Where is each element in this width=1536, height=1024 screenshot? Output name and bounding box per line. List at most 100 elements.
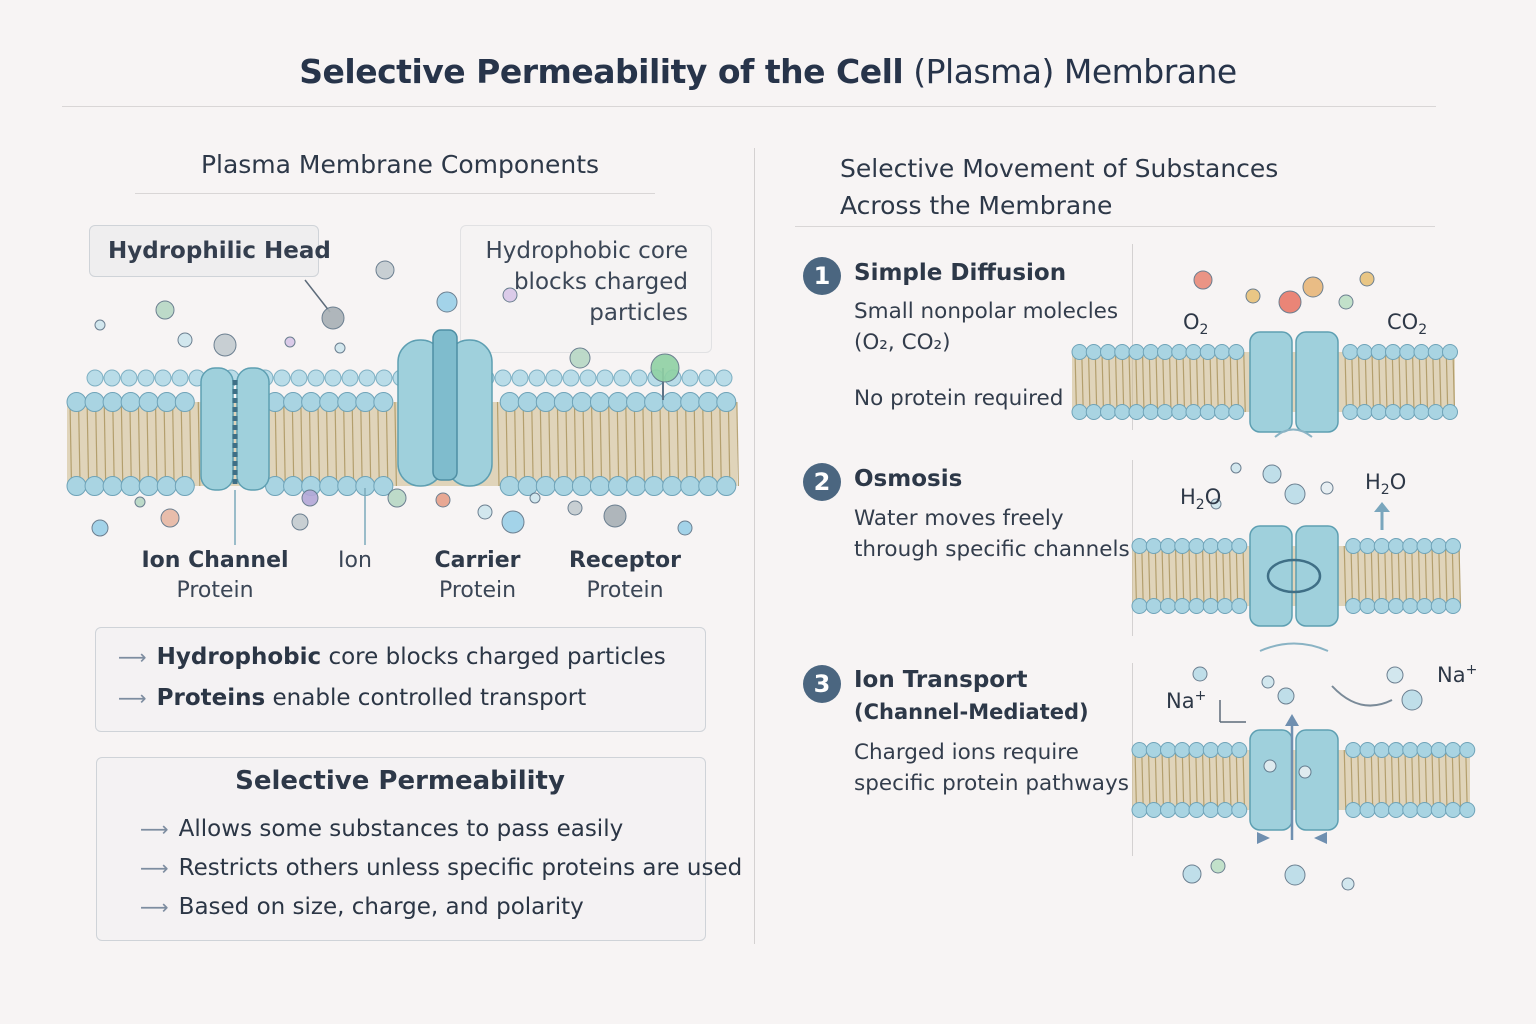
- particle: [284, 336, 296, 348]
- receptor-ligand: [650, 353, 680, 383]
- lipid-tail: [377, 401, 380, 487]
- lipid-tail: [1425, 351, 1429, 413]
- lipid-tail: [1465, 749, 1468, 811]
- hydrophilic-head: [1356, 344, 1373, 360]
- hydrophilic-head: [716, 476, 737, 496]
- lipid-tail: [1438, 351, 1442, 413]
- hydrophilic-head: [1402, 598, 1419, 614]
- flow-arrow: [1259, 642, 1329, 652]
- lipid-tail: [1357, 351, 1361, 413]
- hydrophilic-head: [1188, 742, 1205, 758]
- channel-protein: [1249, 525, 1293, 627]
- lipid-tail: [1370, 545, 1374, 607]
- hydrophilic-head: [1171, 404, 1188, 420]
- lipid-tail: [1208, 749, 1212, 811]
- hydrophilic-head: [373, 476, 394, 496]
- lipid-tail: [317, 401, 321, 487]
- hydrophilic-head: [1131, 742, 1148, 758]
- hydrophilic-head: [283, 476, 304, 496]
- lipid-tail: [1424, 545, 1428, 607]
- particle: [291, 513, 309, 531]
- lipid-tail: [1445, 351, 1449, 413]
- step-1-title: Simple Diffusion: [854, 260, 1067, 286]
- hydrophilic-head: [1202, 802, 1219, 818]
- lipid-tail: [1377, 749, 1381, 811]
- selective-item: ⟶Allows some substances to pass easily: [140, 810, 742, 849]
- lipid-tail: [1391, 351, 1395, 413]
- hydrophilic-head: [1131, 538, 1148, 554]
- lipid-tail: [1121, 351, 1125, 413]
- lipid-tail: [368, 401, 372, 487]
- hydrophilic-head: [1427, 404, 1444, 420]
- lipid-tail: [180, 401, 184, 487]
- hydrophilic-head: [102, 392, 123, 412]
- lipid-tail: [685, 401, 688, 487]
- lipid-tail: [565, 401, 568, 487]
- back-lipid-head: [273, 369, 291, 387]
- notes-box: [95, 627, 706, 732]
- lipid-tail: [360, 401, 363, 487]
- hydrophilic-head: [1373, 742, 1390, 758]
- receptor-label-2: Protein: [586, 578, 664, 603]
- right-heading-line-2: Across the Membrane: [840, 191, 1113, 220]
- lipid-tail: [1343, 545, 1347, 607]
- lipid-tail: [154, 401, 158, 487]
- lipid-tail: [608, 401, 611, 487]
- hydrophilic-head: [66, 392, 87, 412]
- hydrophilic-head: [1359, 802, 1376, 818]
- hydrophilic-head: [1174, 598, 1191, 614]
- water-molecule: [1262, 464, 1282, 484]
- lipid-tail: [1364, 351, 1368, 413]
- hydrophilic-head: [1231, 802, 1248, 818]
- o2-text: O: [1183, 310, 1200, 334]
- lipid-tail: [1195, 749, 1198, 811]
- lipid-tail: [1458, 749, 1462, 811]
- lipid-tail: [1181, 545, 1185, 607]
- osmosis-illustration: [1131, 462, 1462, 652]
- step-2-text: Water moves freely through specific chan…: [854, 503, 1130, 565]
- lipid-tail: [325, 401, 329, 487]
- lipid-tail: [1411, 545, 1414, 607]
- hydrophilic-head: [1342, 404, 1359, 420]
- lipid-tail: [1147, 545, 1151, 607]
- hydrophilic-head: [1231, 742, 1248, 758]
- lipid-tail: [1201, 545, 1205, 607]
- hydrophilic-head: [644, 476, 665, 496]
- hydrophilic-head: [1160, 802, 1176, 818]
- right-heading-divider: [795, 226, 1435, 227]
- back-lipid-head: [511, 369, 529, 387]
- hydrophilic-head: [1416, 538, 1433, 554]
- lipid-tail: [1451, 545, 1455, 607]
- lipid-tail: [343, 401, 346, 487]
- note-strong: Hydrophobic: [156, 644, 322, 670]
- lipid-tail: [1074, 351, 1078, 413]
- channel-protein: [1249, 331, 1293, 433]
- channel-protein: [1295, 331, 1339, 433]
- hydrophilic-head: [1445, 802, 1461, 818]
- na-label-left: Na+: [1166, 688, 1206, 713]
- lipid-tail: [1377, 545, 1381, 607]
- lipid-tail: [548, 401, 551, 487]
- simple-diffusion-illustration: [1071, 270, 1458, 438]
- hydrophilic-head: [1231, 538, 1248, 554]
- ion-particle: [1261, 675, 1275, 689]
- lipid-tail: [1134, 749, 1138, 811]
- back-lipid-head: [375, 369, 393, 387]
- o-text: O: [1389, 470, 1407, 494]
- particle: [213, 333, 237, 357]
- step-3-badge: 3: [803, 665, 841, 703]
- lipid-tail: [1444, 545, 1448, 607]
- ion-arrow-head: [1257, 832, 1270, 844]
- selective-item: ⟶Based on size, charge, and polarity: [140, 888, 742, 927]
- back-lipid-head: [715, 369, 733, 387]
- hydrophilic-head: [1359, 538, 1376, 554]
- pointer-line: [304, 279, 331, 313]
- lipid-tail: [1162, 351, 1165, 413]
- hydrophilic-head: [626, 476, 647, 496]
- lipid-tail: [1202, 351, 1206, 413]
- lipid-tail: [197, 401, 201, 487]
- lipid-tail: [582, 401, 586, 487]
- hydrophilic-head: [1430, 742, 1447, 758]
- hydrophilic-head: [1185, 404, 1202, 420]
- hydrophilic-head: [571, 392, 592, 412]
